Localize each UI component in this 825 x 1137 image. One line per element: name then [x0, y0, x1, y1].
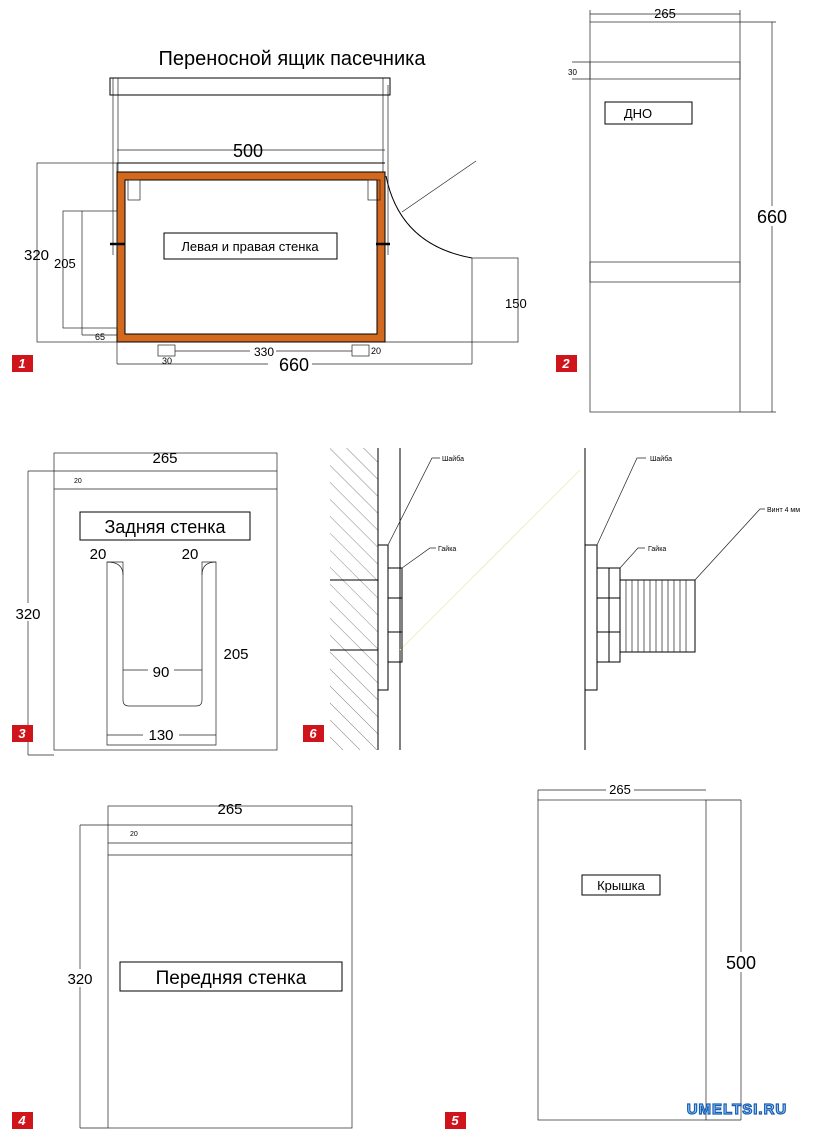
dim-500: 500	[726, 953, 756, 973]
nut-label: Гайка	[438, 545, 456, 553]
dim-150: 150	[505, 296, 527, 311]
dim-660: 660	[279, 355, 309, 375]
washer	[377, 544, 389, 691]
watermark-logo: UMELTSI.RU	[687, 1101, 788, 1118]
handle-cutout	[106, 561, 217, 746]
screw	[619, 579, 696, 653]
dim-265: 265	[217, 801, 242, 818]
panel-label: Задняя стенка	[104, 517, 226, 537]
panel-badge	[445, 1112, 466, 1129]
panel-label: Крышка	[597, 878, 646, 893]
dim-20-left: 20	[90, 546, 107, 563]
drawing-title: Переносной ящик пасечника	[159, 48, 427, 70]
dim-320: 320	[15, 606, 40, 623]
panel-back-wall: 265 20 320 Задняя стенка 20 20 90 205 13…	[12, 450, 278, 756]
svg-text:2: 2	[561, 356, 570, 371]
panel-label: Передняя стенка	[156, 968, 307, 989]
panel-lid: 265 500 Крышка 5	[445, 782, 760, 1129]
lid-section	[109, 77, 391, 96]
box-wall-outline	[117, 172, 385, 342]
dim-65: 65	[95, 332, 105, 342]
dim-30: 30	[568, 68, 577, 77]
dim-330: 330	[254, 345, 274, 359]
svg-text:1: 1	[18, 356, 25, 371]
panel-label: Левая и правая стенка	[181, 239, 319, 254]
label-box	[163, 232, 338, 260]
panel-badge	[556, 355, 577, 372]
washer-label: Шайба	[442, 455, 464, 463]
washer-label: Шайба	[650, 455, 672, 463]
panel-side-walls: 500 320 205 65 Левая и правая стенка 150…	[12, 77, 527, 375]
dim-265: 265	[654, 6, 676, 21]
dim-205: 205	[54, 256, 76, 271]
nut	[387, 567, 403, 663]
dim-265: 265	[152, 450, 177, 467]
svg-text:6: 6	[309, 726, 317, 741]
panel-badge	[303, 725, 324, 742]
dim-20: 20	[130, 831, 138, 838]
svg-text:5: 5	[451, 1113, 459, 1128]
dim-20: 20	[371, 346, 381, 356]
handle-slot-frame	[62, 210, 118, 329]
panel-badge	[12, 1112, 33, 1129]
svg-text:3: 3	[18, 726, 26, 741]
panel-badge	[12, 355, 33, 372]
dim-90: 90	[153, 664, 170, 681]
dim-320: 320	[67, 971, 92, 988]
dim-320: 320	[24, 247, 49, 264]
svg-text:4: 4	[17, 1113, 26, 1128]
nut-label: Гайка	[648, 545, 666, 553]
dim-20-top: 20	[74, 478, 82, 485]
dim-205: 205	[223, 646, 248, 663]
dim-660: 660	[757, 207, 787, 227]
lid-swing-arc	[385, 175, 473, 259]
panel-front-wall: 265 20 320 Передняя стенка 4	[12, 801, 353, 1129]
screw-label: Винт 4 мм	[767, 507, 800, 514]
dim-20-right: 20	[182, 546, 199, 563]
panel-fastener-detail: Шайба Гайка Шайба Гайка Винт 4 мм 6	[303, 448, 800, 750]
panel-badge	[12, 725, 33, 742]
panel-bottom: 265 30 ДНО 660 2	[556, 6, 791, 413]
dim-265: 265	[609, 782, 631, 797]
dim-30: 30	[162, 356, 172, 366]
dim-500: 500	[233, 141, 263, 161]
panel-label: ДНО	[624, 106, 652, 121]
dim-130: 130	[148, 727, 173, 744]
